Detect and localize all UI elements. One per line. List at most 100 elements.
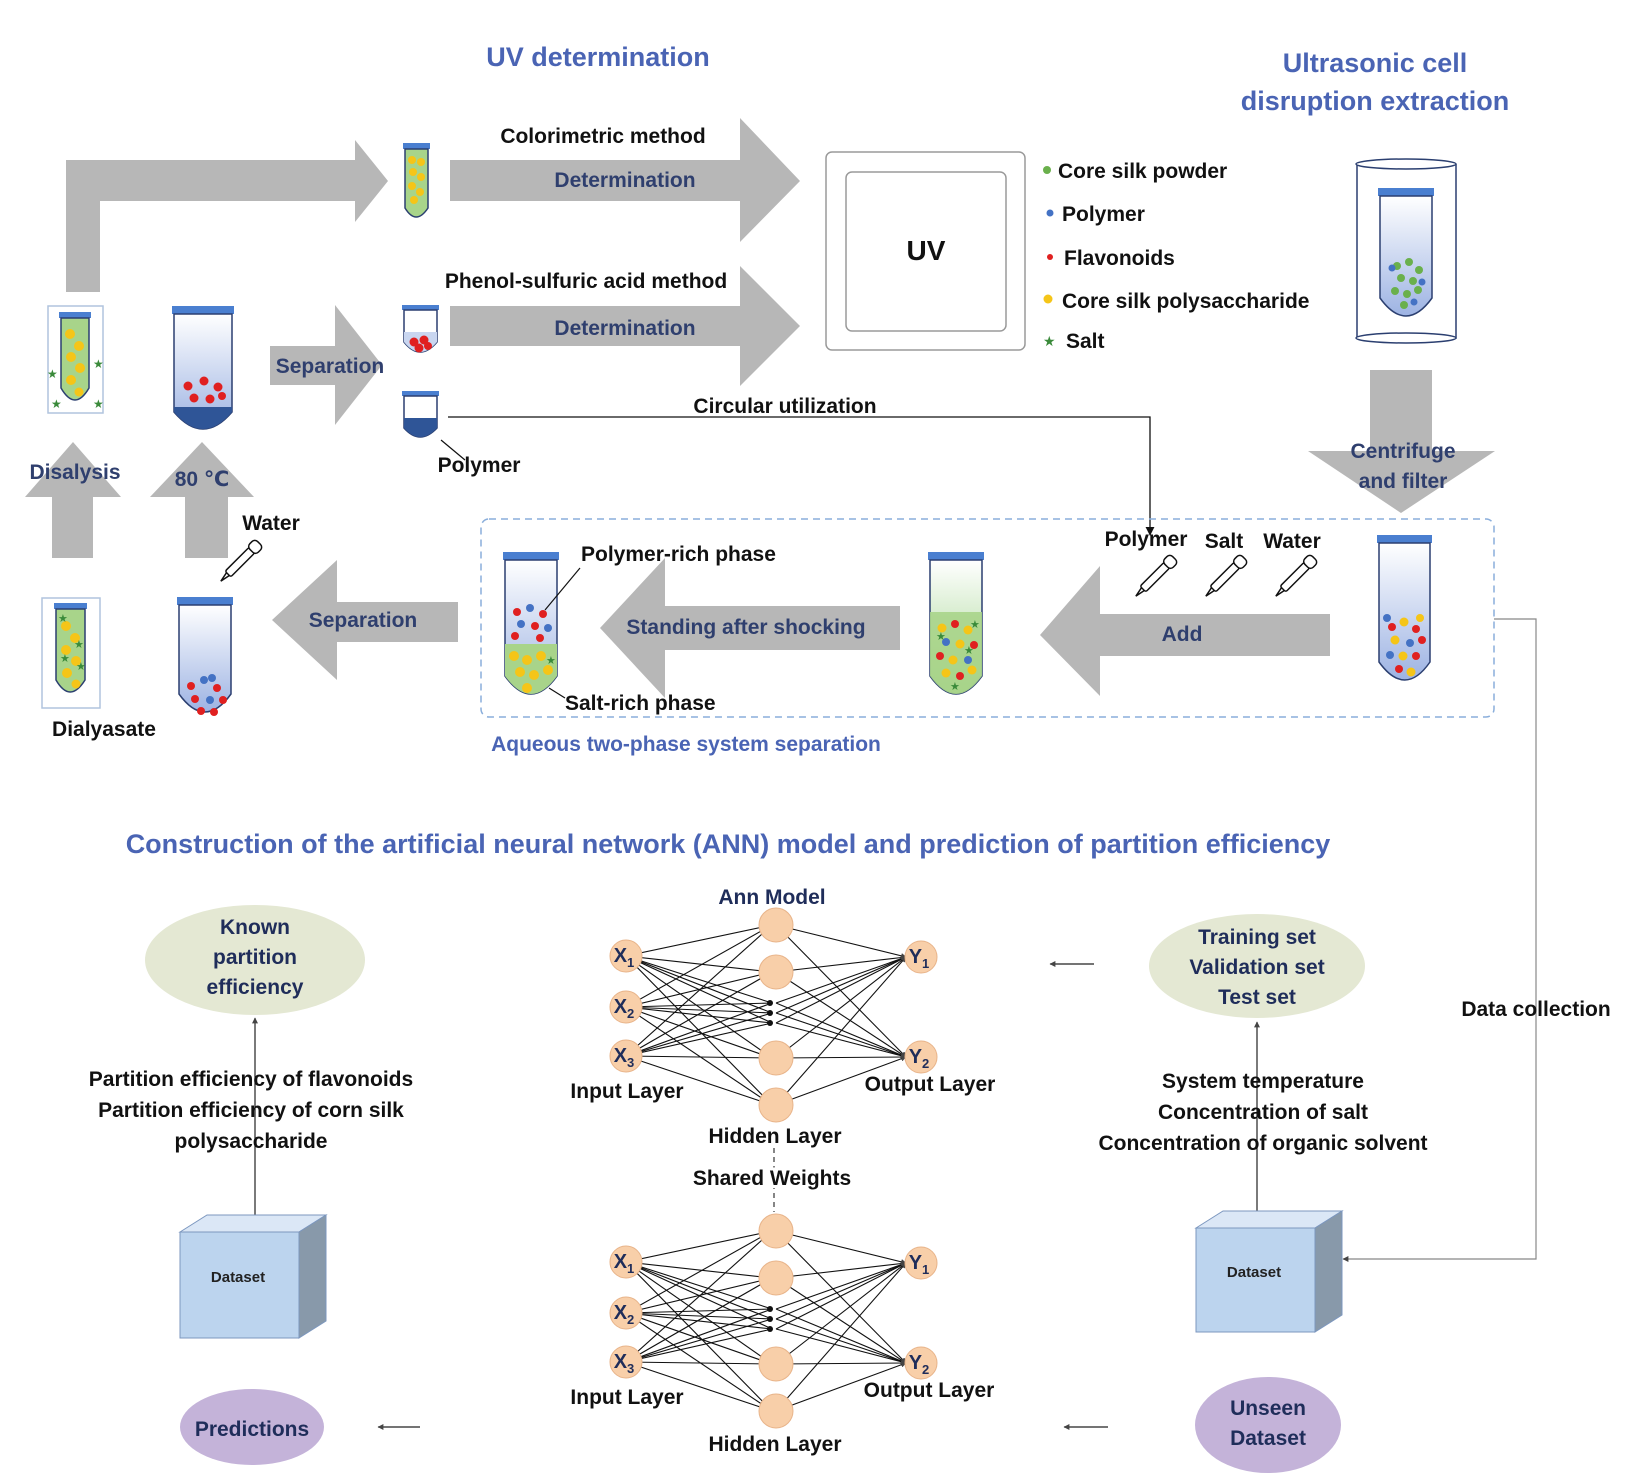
ann-bottom-edge <box>625 1328 773 1363</box>
ultrasonic-beaker <box>1355 158 1457 344</box>
heating-up-arrow <box>150 442 254 558</box>
ann-top-input-node <box>609 1039 643 1073</box>
ann-bottom-edge <box>775 1262 907 1365</box>
svg-text:★: ★ <box>950 681 960 693</box>
legend: Core silk powder Polymer Flavonoids Core… <box>1043 160 1309 353</box>
ann-top-edge <box>775 954 907 973</box>
svg-text:★: ★ <box>58 613 68 625</box>
separation-label-bottom: Separation <box>309 609 418 632</box>
disalysis-up-arrow <box>25 442 121 558</box>
ann-bottom-edge <box>625 1318 773 1363</box>
polymer-pointer-line <box>440 439 466 461</box>
unseen-line1: Unseen <box>1230 1397 1306 1420</box>
phenol-tube <box>402 305 439 353</box>
dialyasate-label: Dialyasate <box>52 718 156 741</box>
ann-top-edge <box>625 955 773 1059</box>
ann-top-edge <box>625 1055 773 1059</box>
uv-spectrophotometer: UV <box>825 151 1026 351</box>
svg-text:★: ★ <box>51 397 62 411</box>
ann-top-ellipsis-dot <box>767 1010 773 1016</box>
ann-top-edge <box>775 956 907 1024</box>
sets-ellipse <box>1149 914 1365 1018</box>
ann-top-hidden-node <box>758 1040 794 1076</box>
svg-text:★: ★ <box>546 655 556 667</box>
ann-top-edge <box>775 1012 907 1059</box>
input-layer-label-bottom: Input Layer <box>570 1386 683 1409</box>
ann-top-edge <box>775 956 907 1004</box>
uv-determination-title: UV determination <box>486 42 710 72</box>
svg-text:★: ★ <box>93 357 104 371</box>
known-line2: partition <box>213 946 297 969</box>
polymer-tube-label: Polymer <box>438 454 521 477</box>
legend-label-polymer: Polymer <box>1062 203 1145 226</box>
standing-arrow <box>600 558 900 698</box>
ann-bottom-edge <box>625 1312 773 1365</box>
determination-arrow-1 <box>450 118 800 242</box>
ann-bottom-edge <box>625 1277 773 1363</box>
ann-top-edge <box>775 956 907 1059</box>
centrifuge-down-arrow <box>1308 370 1495 513</box>
ann-bottom-hidden-node <box>758 1260 794 1296</box>
unseen-line2: Dataset <box>1230 1427 1306 1450</box>
ann-top-edge <box>775 1056 907 1106</box>
input-layer-label-top: Input Layer <box>570 1080 683 1103</box>
dropper-salt-label: Salt <box>1205 530 1244 553</box>
ann-bottom-edge <box>625 1261 773 1279</box>
ann-bottom-edge <box>775 1308 907 1364</box>
ann-bottom-edge <box>625 1308 773 1363</box>
ann-bottom-output-node <box>904 1346 938 1380</box>
pipette-icon-salt <box>1205 554 1248 597</box>
ann-bottom-edge <box>625 1312 773 1412</box>
ann-bottom-hidden-node <box>758 1213 794 1249</box>
separation-label-top: Separation <box>276 355 385 378</box>
pipette-icon-water-left <box>220 539 263 582</box>
dataset-left-label: Dataset <box>211 1269 265 1286</box>
polymer-rich-label: Polymer-rich phase <box>581 543 776 566</box>
water-label-left: Water <box>242 512 300 535</box>
ann-top-edge <box>625 955 773 1004</box>
ann-top-input-node <box>609 990 643 1024</box>
hidden-layer-label-bottom: Hidden Layer <box>708 1433 841 1456</box>
salt-rich-label: Salt-rich phase <box>565 692 716 715</box>
ann-bottom-edge <box>775 1360 907 1366</box>
svg-text:★: ★ <box>964 645 974 657</box>
mixed-system-tube: ★ ★ ★ ★ <box>928 552 984 695</box>
pe-line1: Partition efficiency of flavonoids <box>89 1068 413 1091</box>
ann-top-hidden-node <box>758 1087 794 1123</box>
svg-text:★: ★ <box>93 397 104 411</box>
circular-utilization-connector <box>448 416 1155 536</box>
ann-top-edge <box>775 956 907 1014</box>
ann-top-edge <box>625 971 773 1057</box>
ann-bottom-edge <box>625 1230 773 1263</box>
centrifuge-label-line2: and filter <box>1359 470 1448 493</box>
ann-top-edge <box>625 955 773 1106</box>
dialyasate-tube: ★ ★ ★ ★ <box>41 597 101 709</box>
data-collection-connector <box>1342 618 1537 1262</box>
separation-arrow-bottom <box>272 560 458 680</box>
separated-tube <box>177 597 233 716</box>
ann-top-edge <box>775 924 907 1058</box>
ann-top-edge <box>625 1002 773 1057</box>
colorimetric-label: Colorimetric method <box>500 125 705 148</box>
legend-label-core-silk-powder: Core silk powder <box>1058 160 1227 183</box>
ann-bottom-edge <box>775 1260 907 1279</box>
two-phase-tube: ★ <box>503 552 559 695</box>
dropper-water-label: Water <box>1263 530 1321 553</box>
ultrasonic-title-line2: disruption extraction <box>1241 86 1510 116</box>
add-label: Add <box>1162 623 1203 646</box>
heated-tube <box>172 306 234 430</box>
ann-model-label: Ann Model <box>718 886 825 909</box>
svg-text:★: ★ <box>970 619 980 631</box>
dropper-polymer-label: Polymer <box>1105 528 1188 551</box>
ann-top-edge <box>625 1022 773 1057</box>
filtered-extract-tube <box>1377 535 1432 681</box>
determination-label-2: Determination <box>554 317 695 340</box>
ann-top-output-node <box>904 940 938 974</box>
ann-bottom-ellipsis-dot <box>767 1306 773 1312</box>
ann-bottom-edge <box>625 1361 773 1365</box>
legend-marker-polymer <box>1046 209 1054 217</box>
atps-title: Aqueous two-phase system separation <box>491 733 881 756</box>
ann-bottom-edge <box>775 1262 907 1320</box>
